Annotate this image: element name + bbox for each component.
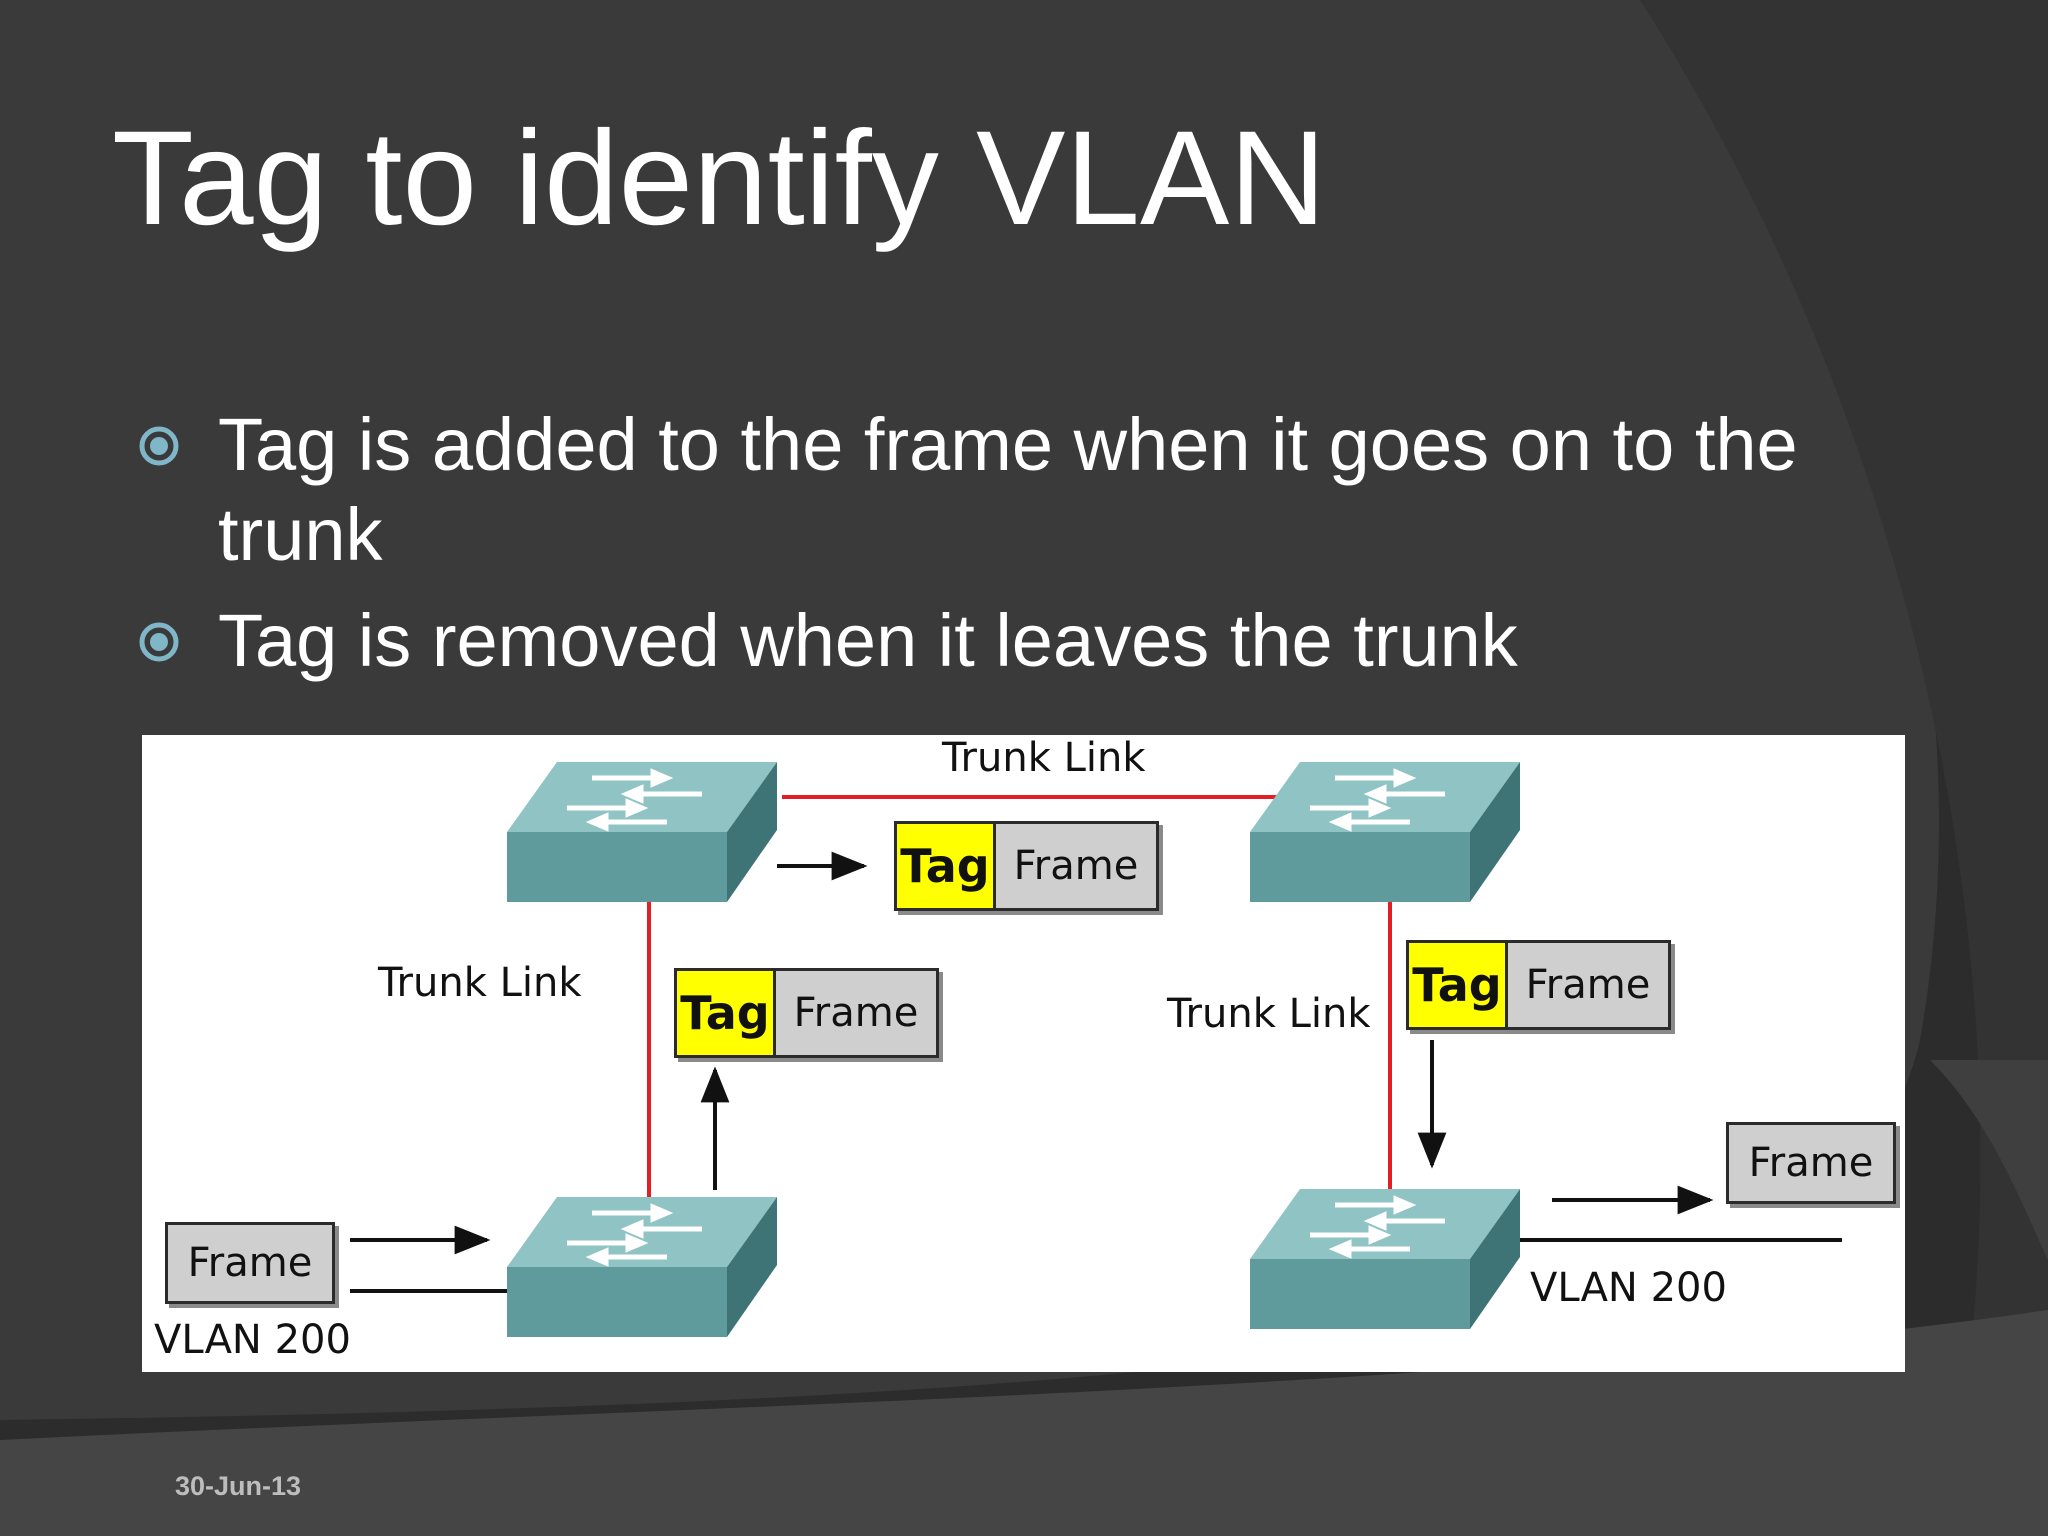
circle-bullet-icon [139, 622, 179, 662]
bullet-item: Tag is removed when it leaves the trunk [128, 596, 1888, 686]
slide-date: 30-Jun-13 [175, 1471, 302, 1501]
bullet-list: Tag is added to the frame when it goes o… [128, 400, 1888, 702]
tagged-frame-top: Tag Frame [894, 821, 1159, 911]
tag-field: Tag [897, 824, 996, 908]
switch-top-right [1250, 762, 1520, 902]
circle-bullet-icon [139, 426, 179, 466]
trunk-link-label-right: Trunk Link [1167, 991, 1371, 1037]
diagram-graphics [350, 735, 1842, 1372]
bullet-text: Tag is removed when it leaves the trunk [218, 599, 1518, 682]
trunk-link-label-top: Trunk Link [942, 735, 1146, 781]
tag-field: Tag [1409, 943, 1508, 1027]
bullet-item: Tag is added to the frame when it goes o… [128, 400, 1888, 580]
tag-field: Tag [677, 971, 776, 1055]
vlan-label-right: VLAN 200 [1530, 1265, 1727, 1311]
switch-bottom-left [507, 1197, 777, 1337]
untagged-frame-left: Frame [165, 1222, 335, 1304]
tagged-frame-right: Tag Frame [1406, 940, 1671, 1030]
tagged-frame-left: Tag Frame [674, 968, 939, 1058]
frame-field: Frame [1508, 943, 1668, 1027]
trunk-link-label-left: Trunk Link [378, 960, 582, 1006]
slide-title: Tag to identify VLAN [112, 104, 1327, 253]
untagged-frame-right: Frame [1726, 1122, 1896, 1204]
bullet-text: Tag is added to the frame when it goes o… [218, 403, 1798, 576]
frame-field: Frame [996, 824, 1156, 908]
vlan-trunk-diagram: Trunk Link Trunk Link Trunk Link VLAN 20… [142, 735, 1905, 1372]
switch-top-left [507, 762, 777, 902]
switch-bottom-right [1250, 1189, 1520, 1329]
vlan-label-left: VLAN 200 [154, 1317, 351, 1363]
frame-field: Frame [776, 971, 936, 1055]
